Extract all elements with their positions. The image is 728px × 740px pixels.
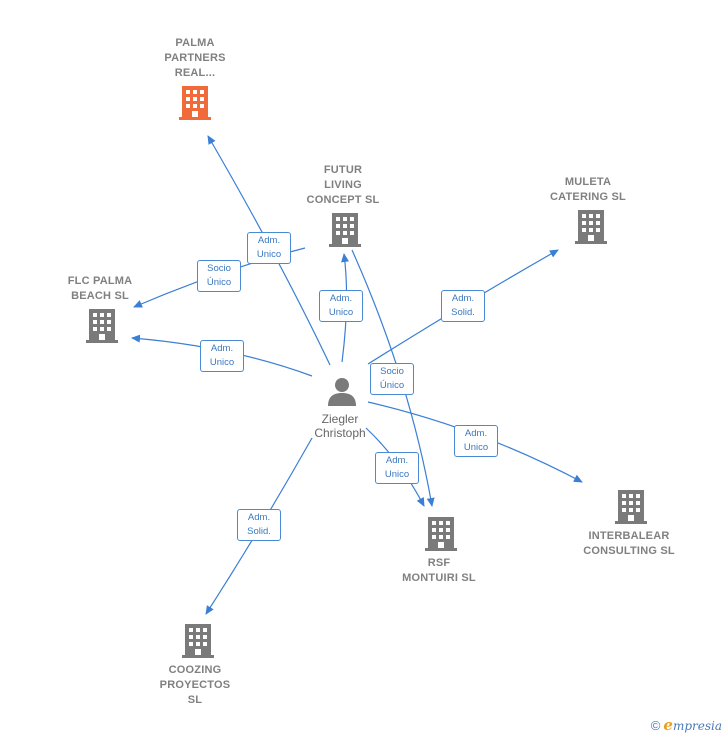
building-icon[interactable]	[179, 86, 211, 120]
building-icon[interactable]	[575, 210, 607, 244]
relation-label-muleta: Adm.Solid.	[441, 290, 485, 322]
relation-label-coozing: Adm.Solid.	[237, 509, 281, 541]
company-label-flc-palma-beach[interactable]: FLC PALMA BEACH SL	[67, 275, 133, 302]
building-icon[interactable]	[425, 517, 457, 551]
building-icon[interactable]	[86, 309, 118, 343]
person-label[interactable]: Ziegler Christoph	[314, 412, 366, 440]
relation-label-palma: Adm.Unico	[247, 232, 291, 264]
brand-logo: empresia	[663, 716, 722, 734]
person-icon[interactable]	[327, 376, 357, 406]
relation-label-rsf-adm: Adm.Unico	[375, 452, 419, 484]
building-icon[interactable]	[329, 213, 361, 247]
relation-label-futur: Adm.Unico	[319, 290, 363, 322]
company-label-palma-partners[interactable]: PALMA PARTNERS REAL...	[164, 37, 226, 79]
copyright-icon: ©	[650, 718, 661, 733]
building-icon[interactable]	[182, 624, 214, 658]
relation-label-interbalear: Adm.Unico	[454, 425, 498, 457]
company-label-coozing-proyectos[interactable]: COOZING PROYECTOS SL	[159, 664, 231, 706]
company-label-rsf-montuiri[interactable]: RSF MONTUIRI SL	[402, 557, 476, 584]
footer-brand[interactable]: ©empresia	[651, 716, 722, 734]
company-label-futur-living[interactable]: FUTUR LIVING CONCEPT SL	[306, 164, 380, 206]
company-label-muleta-catering[interactable]: MULETA CATERING SL	[550, 176, 626, 203]
building-icon[interactable]	[615, 490, 647, 524]
company-label-interbalear-consulting[interactable]: INTERBALEAR CONSULTING SL	[583, 530, 675, 557]
relation-label-flc-adm: Adm.Unico	[200, 340, 244, 372]
